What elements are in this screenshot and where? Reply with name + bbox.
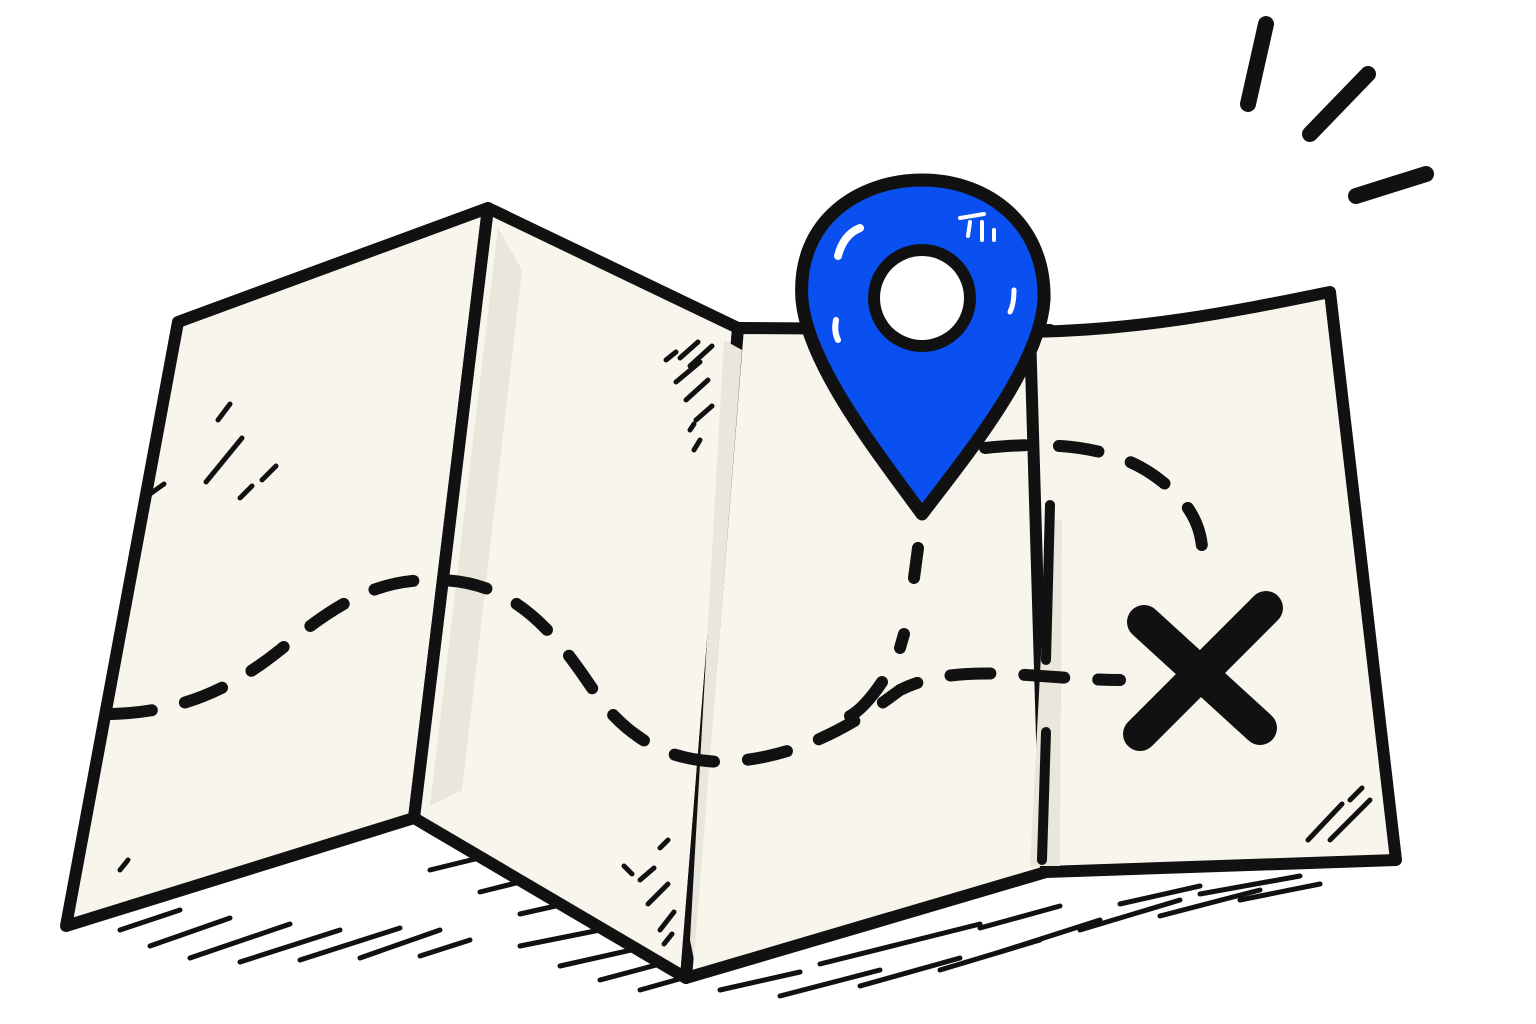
shadow-hatch-stroke: [1117, 883, 1203, 907]
texture-scribbles: [117, 339, 1373, 947]
shadow-hatch-stroke: [977, 903, 1063, 931]
shadow-hatch-stroke: [417, 937, 473, 959]
map-pin-icon: [795, 173, 1051, 521]
fold-shade-1: [430, 228, 522, 806]
shadow-hatch-stroke: [357, 927, 443, 961]
shadow-hatch-stroke: [237, 927, 343, 965]
destination-x-icon: [1123, 591, 1283, 751]
dashed-route-line: [106, 573, 1126, 769]
shadow-hatch-stroke: [1157, 887, 1263, 919]
folded-map-icon: [60, 202, 1402, 984]
map-panel-right: [1024, 286, 1402, 878]
shadow-hatch-stroke: [857, 955, 963, 989]
fold-shade-3: [1030, 520, 1062, 866]
fold-crease-line: [1037, 500, 1055, 865]
sparkle-lines-icon: [1240, 16, 1434, 204]
shadow-hatch-stroke: [777, 967, 883, 999]
shadow-hatch-stroke: [997, 917, 1103, 955]
shadow-hatch-stroke: [1237, 881, 1323, 903]
shadow-hatch-stroke: [187, 921, 293, 961]
shadow-hatch-stroke: [1077, 897, 1183, 933]
dashed-route-pin-drop: [844, 542, 924, 722]
shadow-hatch-stroke: [597, 961, 663, 983]
shadow-hatch-stroke: [297, 925, 403, 963]
shadow-hatch-stroke: [717, 969, 803, 993]
shadow-hatch-stroke: [117, 907, 183, 933]
fold-shade-2: [690, 340, 742, 960]
dashed-route-loop: [979, 439, 1209, 572]
shadow-hatch-stroke: [817, 941, 903, 967]
shadow-hatch-stroke: [1197, 873, 1303, 897]
shadow-hatch-stroke: [557, 945, 643, 969]
shadow-hatch-stroke: [517, 927, 603, 949]
shadow-hatch-stroke: [897, 921, 983, 947]
shadow-hatch-stroke: [147, 915, 233, 949]
